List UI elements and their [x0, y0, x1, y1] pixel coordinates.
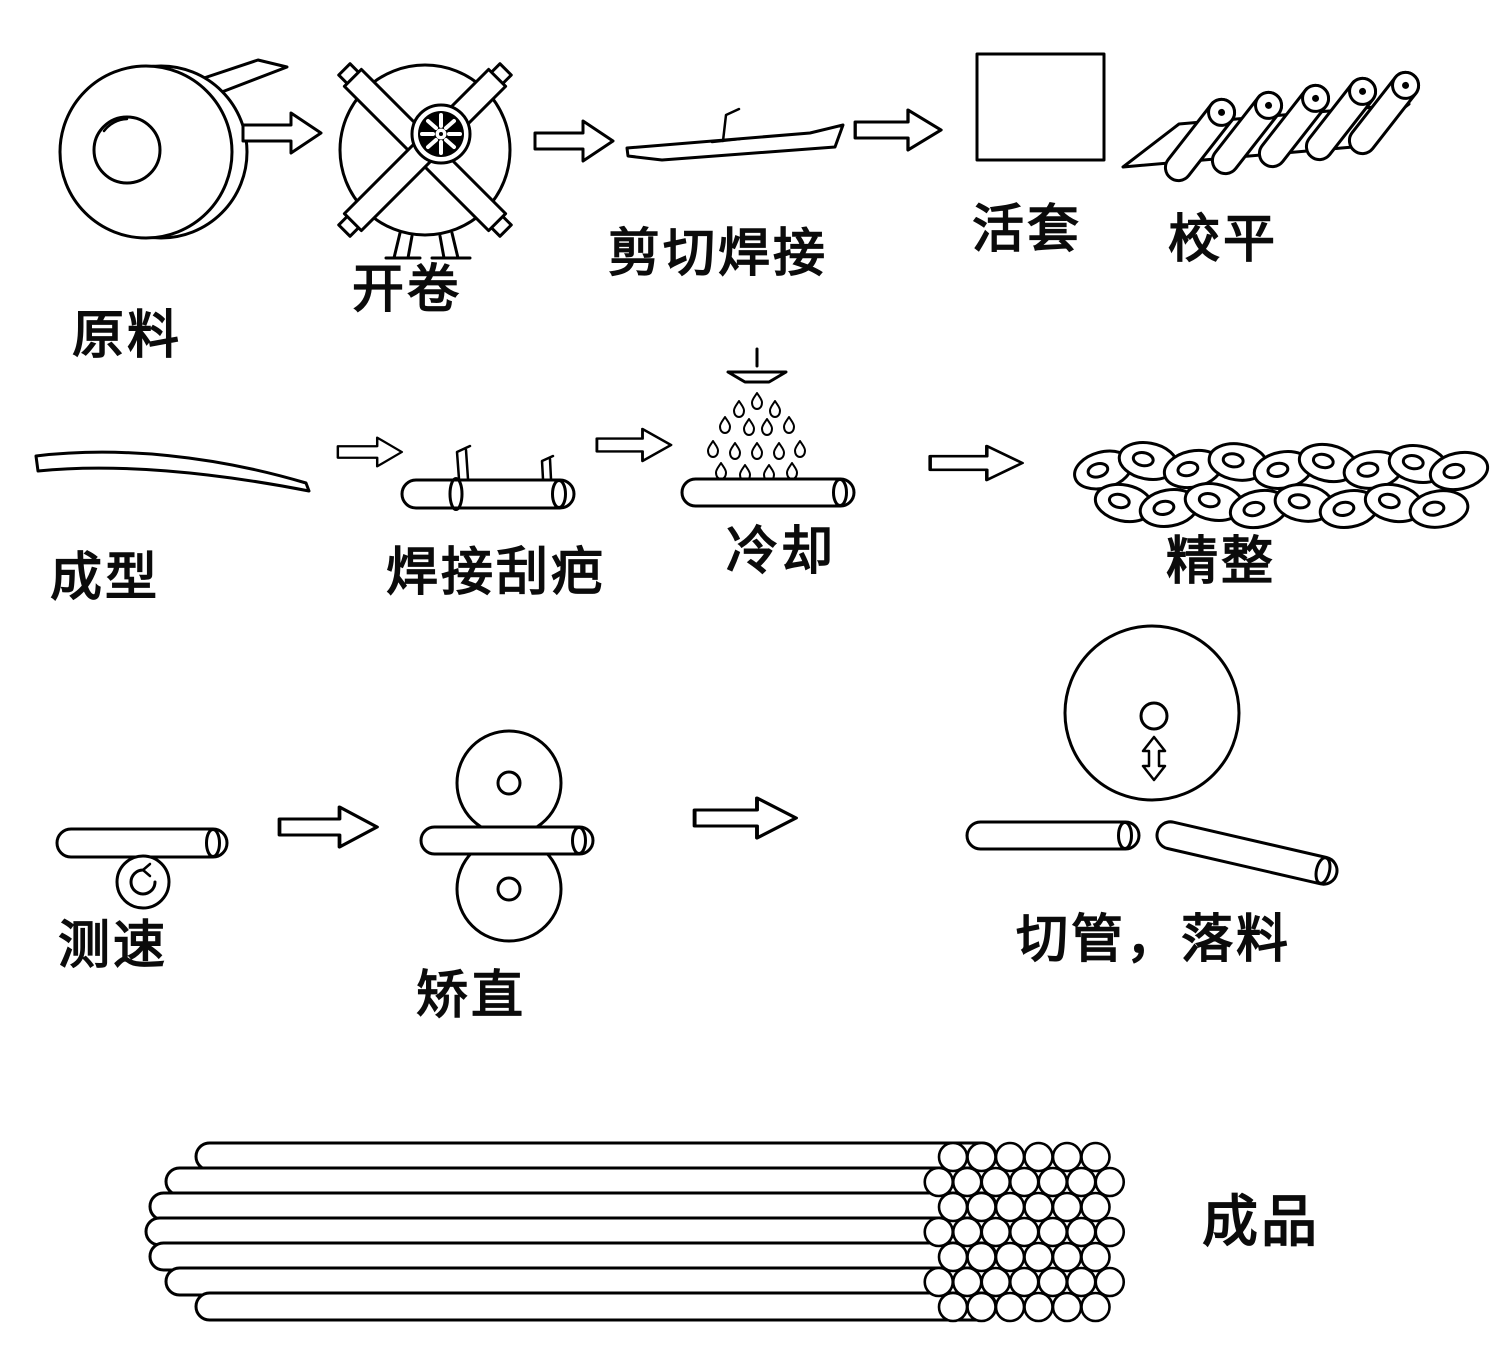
cutting-disc-with-tubes-icon: [965, 624, 1339, 886]
shower-over-tube-icon: [680, 347, 856, 508]
two-roll-straightener-icon: [419, 729, 595, 943]
label-cut-pipe-blanking: 切管，落料: [1016, 910, 1292, 970]
label-leveling: 校平: [1168, 210, 1279, 270]
label-finished-product: 成品: [1202, 1190, 1320, 1255]
label-straightening: 矫直: [416, 966, 527, 1026]
tube-with-scraper-icon: [400, 444, 576, 511]
label-finishing: 精整: [1166, 532, 1277, 592]
label-raw-material: 原料: [72, 306, 183, 366]
up-down-arrow-icon: [1141, 735, 1167, 782]
bundle-end-circles-icon: [923, 1141, 1126, 1323]
label-uncoiling: 开卷: [352, 260, 463, 320]
label-cooling: 冷却: [726, 522, 837, 582]
flow-arrow-icon: [595, 427, 673, 463]
flow-arrow-icon: [692, 796, 798, 840]
flow-arrow-icon: [928, 444, 1024, 482]
label-forming: 成型: [50, 548, 161, 608]
steel-coil-icon: [58, 58, 289, 240]
uncoiler-wheel-icon: [337, 62, 513, 260]
pipe-bundle-icon: [144, 1141, 1126, 1323]
flow-arrow-icon: [533, 119, 615, 163]
label-looper: 活套: [972, 200, 1083, 260]
looper-box-icon: [975, 52, 1106, 162]
flow-arrow-icon: [336, 436, 404, 468]
label-shear-weld: 剪切焊接: [608, 224, 829, 284]
flow-arrow-icon: [277, 805, 379, 849]
label-weld-scraping: 焊接刮疤: [386, 543, 607, 603]
finishing-rolls-icon: [1068, 436, 1493, 535]
label-speed-measuring: 测速: [58, 916, 169, 976]
flow-arrow-icon: [853, 108, 943, 152]
rotor-gear-icon: [418, 111, 464, 157]
leveler-rollers-icon: [1121, 65, 1426, 188]
flow-arrow-icon: [241, 111, 323, 155]
formed-strip-icon: [34, 450, 311, 493]
tube-with-speed-wheel-icon: [55, 827, 229, 910]
sheared-strip-icon: [625, 107, 845, 162]
